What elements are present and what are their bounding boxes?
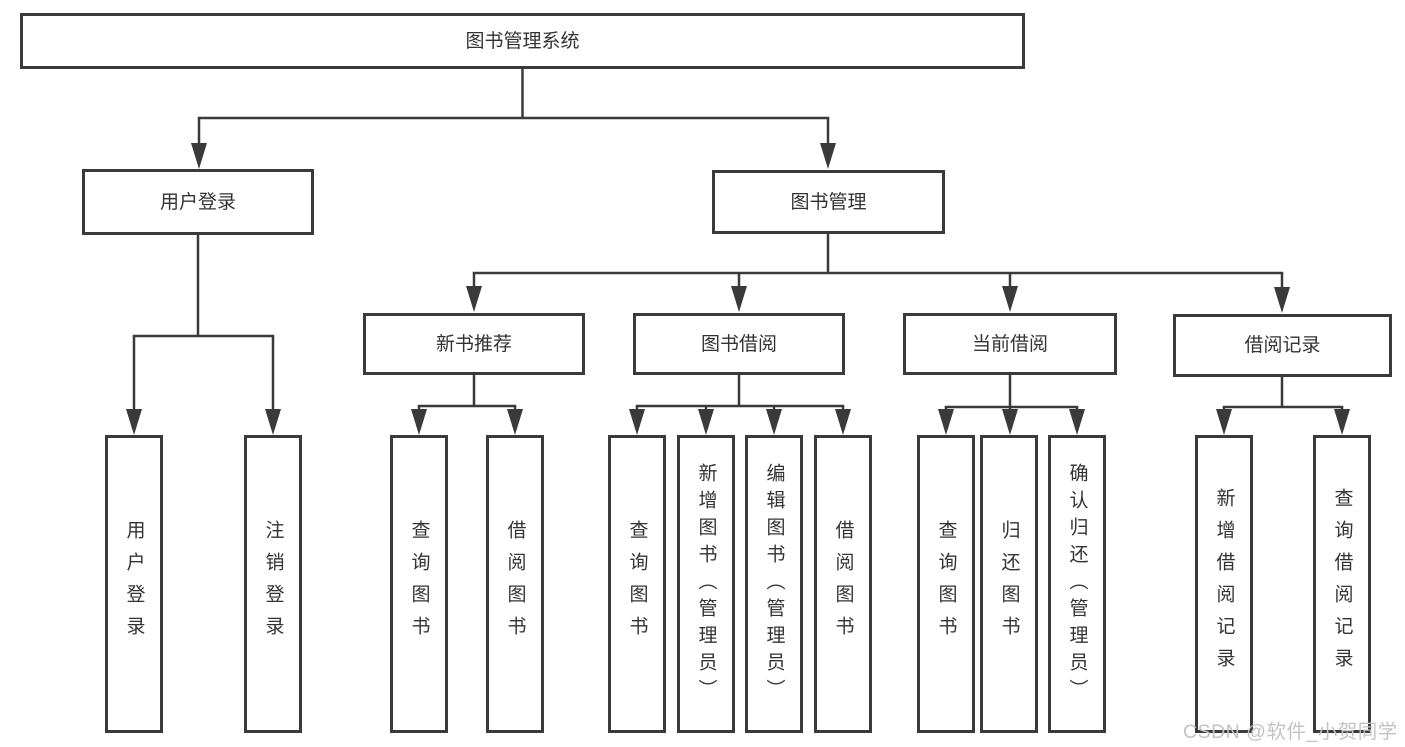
leaf-query-borrow-record: 查询借阅记录	[1313, 435, 1371, 733]
leaf-query-books-borrowing: 查询图书	[608, 435, 666, 733]
connector-current-borrowing-to-leaves	[938, 375, 1085, 435]
connector-root-to-level2	[191, 68, 836, 169]
leaf-return-books: 归还图书	[980, 435, 1038, 733]
watermark: CSDN @软件_小贺同学	[1183, 721, 1398, 743]
node-current-borrowing: 当前借阅	[903, 313, 1117, 375]
leaf-add-books-admin: 新增图书（管理员）	[677, 435, 735, 733]
leaf-query-books-current: 查询图书	[917, 435, 975, 733]
leaf-query-books-recommend: 查询图书	[390, 435, 448, 733]
node-root: 图书管理系统	[20, 13, 1025, 69]
leaf-borrow-books-recommend: 借阅图书	[486, 435, 544, 733]
node-new-book-recommend: 新书推荐	[363, 313, 585, 375]
connector-book-borrowing-to-leaves	[629, 375, 851, 435]
node-book-borrowing: 图书借阅	[633, 313, 845, 375]
leaf-user-login: 用户登录	[105, 435, 163, 733]
node-book-management: 图书管理	[712, 170, 945, 234]
connector-book-mgmt-to-level3	[466, 234, 1290, 313]
connector-new-book-recommend-to-leaves	[411, 375, 523, 435]
leaf-add-borrow-record: 新增借阅记录	[1195, 435, 1253, 733]
connector-user-login-to-leaves	[126, 234, 281, 435]
connector-borrow-records-to-leaves	[1216, 377, 1350, 435]
node-borrow-records: 借阅记录	[1173, 314, 1392, 377]
node-user-login: 用户登录	[82, 169, 314, 235]
leaf-confirm-return-admin: 确认归还（管理员）	[1048, 435, 1106, 733]
leaf-logout: 注销登录	[244, 435, 302, 733]
leaf-borrow-books-borrowing: 借阅图书	[814, 435, 872, 733]
leaf-edit-books-admin: 编辑图书（管理员）	[745, 435, 803, 733]
